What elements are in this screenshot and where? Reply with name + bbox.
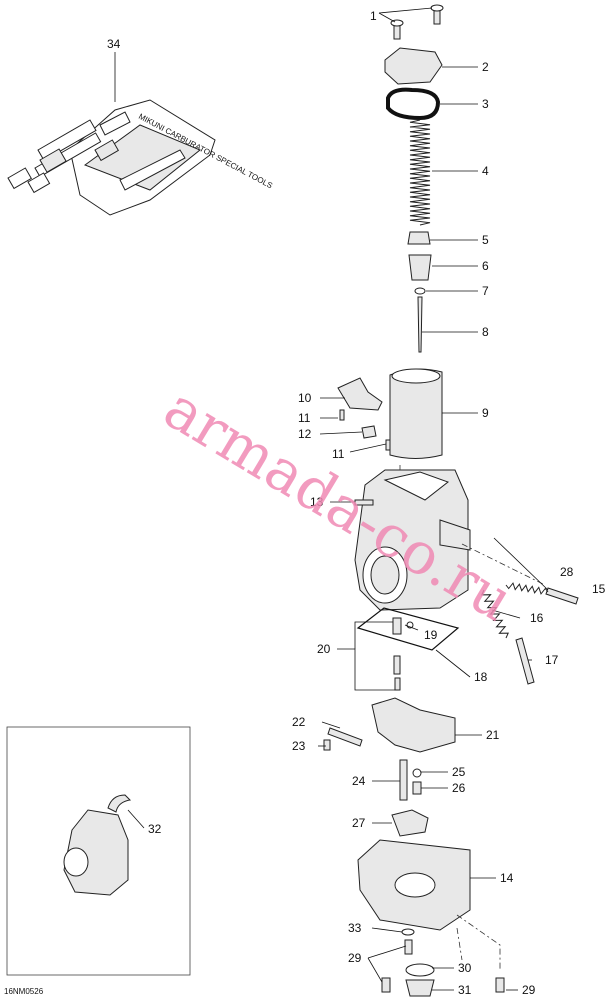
- oring-part-3: [386, 87, 441, 121]
- callout-33: 33: [348, 921, 362, 935]
- callout-13: 13: [310, 495, 324, 509]
- callout-18: 18: [474, 670, 488, 684]
- callout-6: 6: [482, 259, 489, 273]
- callout-11b: 11: [332, 447, 345, 461]
- pilot-jet-part-13: [354, 499, 374, 506]
- callout-25: 25: [452, 765, 466, 779]
- callout-2: 2: [482, 60, 489, 74]
- diagram-code: 16NM0526: [4, 987, 44, 996]
- callout-8: 8: [482, 325, 489, 339]
- callout-30: 30: [458, 961, 472, 975]
- callout-labels: 1 2 3 4 5 6 7 8 9 10 11 12 11 13 15 16 1…: [4, 9, 606, 997]
- callout-4: 4: [482, 164, 489, 178]
- callout-27: 27: [352, 816, 366, 830]
- washer-part-5: [407, 231, 431, 245]
- callout-15: 15: [592, 582, 606, 596]
- callout-34: 34: [107, 37, 121, 51]
- callout-29b: 29: [522, 983, 536, 997]
- screw-part-1: [390, 4, 444, 40]
- callout-21: 21: [486, 728, 500, 742]
- screw-part-15: [545, 587, 579, 605]
- spring-part-4: [409, 119, 431, 226]
- callout-29a: 29: [348, 951, 362, 965]
- callout-10: 10: [298, 391, 312, 405]
- callout-26: 26: [452, 781, 466, 795]
- cap-part-2: [384, 47, 443, 85]
- needle-valve-part-24: [399, 759, 408, 801]
- callout-28: 28: [560, 565, 574, 579]
- callout-24: 24: [352, 774, 366, 788]
- callout-16: 16: [530, 611, 544, 625]
- callout-1: 1: [370, 9, 377, 23]
- throttle-plate-part-10: [337, 377, 383, 411]
- callout-9: 9: [482, 406, 489, 420]
- tool-kit-illustration: MIKUNI CARBURATOR SPECIAL TOOLS: [7, 99, 274, 216]
- callout-11a: 11: [298, 411, 311, 425]
- callout-17: 17: [545, 653, 559, 667]
- spring-part-16: [481, 589, 509, 639]
- callout-32: 32: [148, 822, 162, 836]
- callout-14: 14: [500, 871, 514, 885]
- callout-23: 23: [292, 739, 306, 753]
- callout-7: 7: [482, 284, 489, 298]
- spring-part-28: [505, 582, 549, 595]
- callout-20: 20: [317, 642, 331, 656]
- callout-12: 12: [298, 427, 312, 441]
- gasket-part-18: [356, 607, 460, 651]
- leader-lines: [114, 7, 549, 991]
- carburetor-body-part: [354, 469, 471, 611]
- needle-part-8: [417, 296, 423, 353]
- callout-19: 19: [424, 628, 438, 642]
- callout-3: 3: [482, 97, 489, 111]
- holder-part-6: [408, 254, 432, 281]
- callout-31: 31: [458, 983, 472, 997]
- screw-part-17: [515, 637, 535, 685]
- baffle-part-27: [391, 809, 429, 837]
- pin-part-22: [327, 727, 363, 747]
- callout-22: 22: [292, 715, 306, 729]
- inset-box: [6, 726, 191, 976]
- callout-5: 5: [482, 233, 489, 247]
- clip-part-7: [414, 287, 426, 295]
- float-part-21: [371, 697, 456, 753]
